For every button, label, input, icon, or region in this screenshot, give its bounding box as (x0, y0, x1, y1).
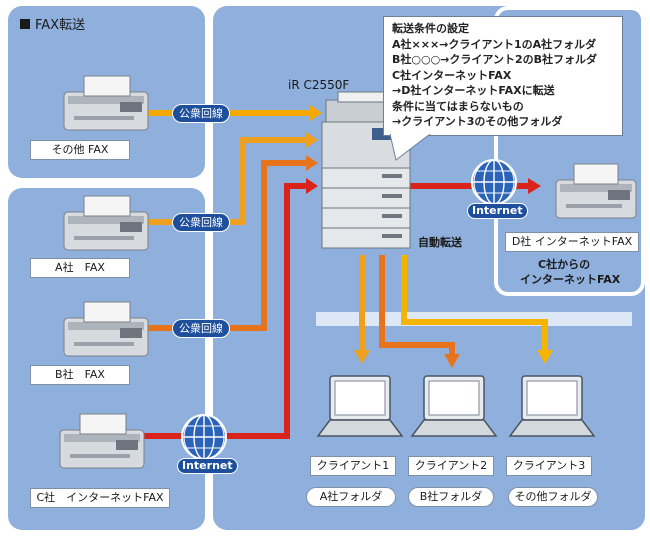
globe-icon-d (471, 159, 517, 205)
conditions-heading: 転送条件の設定 (392, 22, 469, 35)
client-name-1: クライアント1 (310, 456, 396, 476)
fax-icon-other (63, 75, 149, 131)
line-to-client2 (379, 255, 455, 356)
condition-line: B社○○○→クライアント2のB社フォルダ (392, 53, 597, 66)
client-name-2: クライアント2 (408, 456, 494, 476)
folder-label-3: その他フォルダ (508, 487, 598, 507)
public-line-badge-other: 公衆回線 (172, 104, 230, 123)
fax-icon-b (63, 301, 149, 357)
arrow-a-fax (306, 132, 318, 148)
laptop-icon-1 (316, 375, 404, 437)
label-c-fax: C社 インターネットFAX (30, 488, 170, 508)
callout-pointer (390, 134, 431, 161)
arrow-b-fax (306, 155, 318, 171)
condition-line: A社×××→クライアント1のA社フォルダ (392, 37, 597, 51)
label-a-fax: A社 FAX (30, 258, 130, 278)
label-other-fax: その他 FAX (30, 140, 130, 160)
condition-line: →クライアント3のその他フォルダ (392, 115, 563, 128)
public-line-badge-a: 公衆回線 (172, 213, 230, 232)
arrow-to-client1 (354, 350, 370, 364)
arrow-other-fax (310, 105, 322, 121)
laptop-icon-2 (410, 375, 498, 437)
arrow-to-client3 (537, 350, 553, 364)
transfer-conditions-callout: 転送条件の設定 A社×××→クライアント1のA社フォルダ B社○○○→クライアン… (383, 16, 623, 136)
fax-icon-c (59, 413, 145, 469)
globe-icon-c (181, 414, 227, 460)
fax-icon-d (555, 163, 637, 219)
folder-label-2: B社フォルダ (408, 487, 494, 507)
client-name-3: クライアント3 (506, 456, 592, 476)
condition-line: 条件に当てはまらないもの (392, 99, 524, 113)
fax-icon-a (63, 195, 149, 251)
arrow-to-client2 (444, 354, 460, 368)
condition-line: →D社インターネットFAXに転送 (392, 84, 555, 97)
label-d-internet-fax: D社 インターネットFAX (505, 232, 639, 252)
label-b-fax: B社 FAX (30, 365, 130, 385)
laptop-icon-3 (508, 375, 596, 437)
line-b-fax (140, 160, 308, 331)
folder-label-1: A社フォルダ (306, 487, 396, 507)
internet-badge-d: Internet (467, 203, 528, 219)
line-a-fax (140, 137, 308, 225)
auto-transfer-label: 自動転送 (418, 236, 462, 249)
arrow-c-fax (306, 178, 318, 194)
d-caption-line2: インターネットFAX (520, 273, 621, 286)
device-name: iR C2550F (288, 78, 350, 92)
public-line-badge-b: 公衆回線 (172, 319, 230, 338)
square-icon (20, 19, 30, 29)
arrow-to-d (528, 178, 541, 194)
section-title: FAX転送 (20, 14, 85, 33)
d-caption-line1: C社からの (538, 258, 591, 271)
line-to-client3 (401, 255, 548, 352)
condition-line: C社インターネットFAX (392, 68, 512, 82)
internet-badge-c: Internet (177, 458, 238, 474)
